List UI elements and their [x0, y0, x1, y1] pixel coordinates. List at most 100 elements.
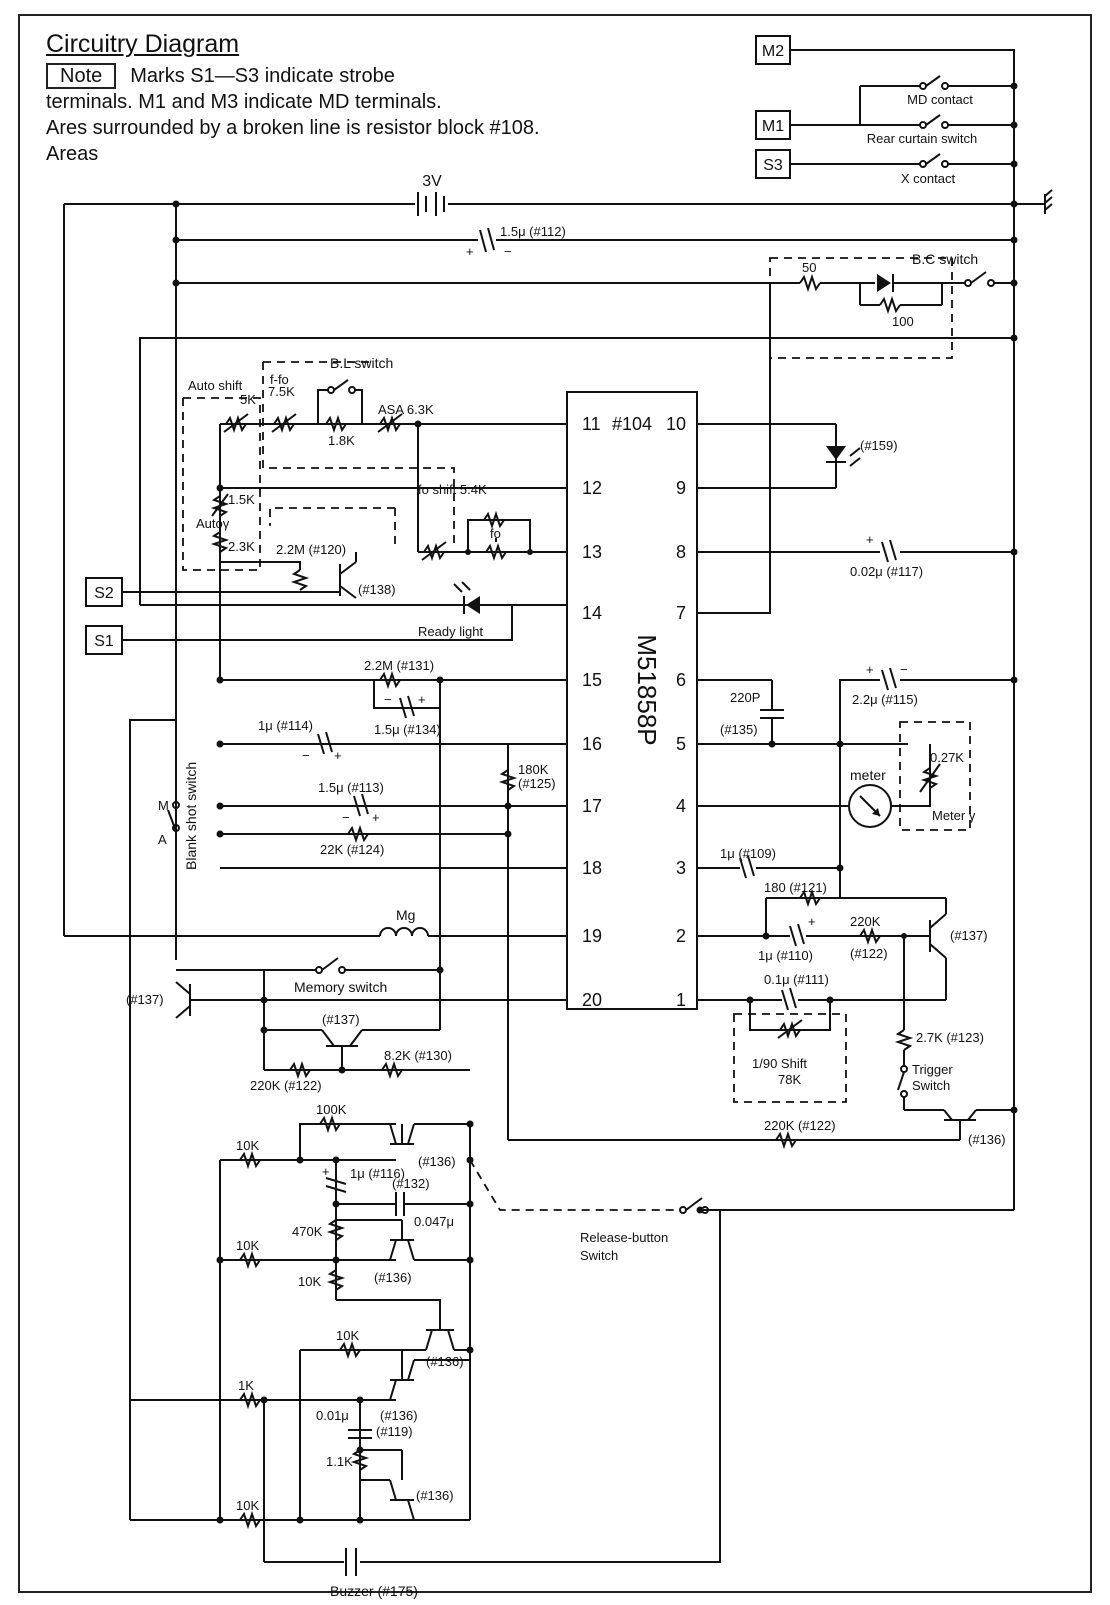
- ic-block-label: #104: [612, 414, 652, 434]
- transistor-138-icon: (#138): [339, 552, 396, 599]
- ic-pin-left: 16: [582, 734, 602, 754]
- trigger-switch-label: Switch: [912, 1078, 950, 1093]
- terminal-m2-label: M2: [762, 43, 784, 60]
- cap-109-label: 1μ (#109): [720, 846, 776, 861]
- r220k-122-c-label: 220K (#122): [764, 1118, 836, 1133]
- q136-e-label: (#136): [416, 1488, 454, 1503]
- c001-label: 0.01μ: [316, 1408, 349, 1423]
- cap-115-label: 2.2μ (#115): [852, 692, 918, 707]
- cap-113-label: 1.5μ (#113): [318, 780, 384, 795]
- meter-label: meter: [850, 767, 886, 783]
- capacitor-220p-135: 220P (#135): [720, 680, 784, 744]
- variable-resistor-auto-shift-icon: [223, 413, 249, 434]
- transistor-136-a-icon: (#136): [389, 1123, 456, 1169]
- capacitor-132: (#132) 0.047μ: [392, 1176, 470, 1229]
- r18k-label: 1.8K: [328, 433, 355, 448]
- resistor-1k: [239, 1390, 261, 1410]
- r22m-131-label: 2.2M (#131): [364, 658, 434, 673]
- q137-right-label: (#137): [950, 928, 988, 943]
- resistor-1-1k: [350, 1449, 370, 1471]
- cap-110-plus: +: [808, 914, 816, 929]
- resistor-10k-e: [239, 1510, 261, 1530]
- ic-pin-left: 14: [582, 603, 602, 623]
- note-line-1: Marks S1—S3 indicate strobe: [130, 65, 395, 87]
- r50-label: 50: [802, 260, 816, 275]
- transistor-136-c-icon: (#136): [425, 1329, 470, 1369]
- r180k-label: 180K: [518, 762, 549, 777]
- resistor-1-8k: 1.8K: [325, 414, 355, 448]
- variable-resistor-autoy-icon: [210, 493, 230, 517]
- rear-curtain-switch: Rear curtain switch: [860, 114, 1014, 146]
- trigger-label: Trigger: [912, 1062, 953, 1077]
- r82k-130-label: 8.2K (#130): [384, 1048, 452, 1063]
- resistor-2-3k: [210, 531, 230, 553]
- cap-114-minus: −: [302, 748, 310, 763]
- terminal-m1-label: M1: [762, 118, 784, 135]
- cap-110-label: 1μ (#110): [758, 948, 813, 963]
- cap-134-plus: +: [418, 692, 426, 707]
- ic-pin-right: 5: [676, 734, 686, 754]
- r220k-b-label: 220K: [850, 914, 881, 929]
- c0047-label: 0.047μ: [414, 1214, 454, 1229]
- led-159-icon: (#159): [826, 438, 898, 467]
- meter-y-label: Meter γ: [932, 808, 976, 823]
- q137-mid-label: (#137): [322, 1012, 360, 1027]
- transistor-137-mid-icon: (#137): [264, 1012, 440, 1070]
- resistor-100k: [319, 1114, 341, 1134]
- meter-y-block: 0.27K Meter γ: [899, 721, 976, 831]
- auto-shift-block: Auto shift 5K 1.5K Autoγ 2.3K: [182, 378, 261, 571]
- cap-117-label: 0.02μ (#117): [850, 564, 923, 579]
- cap-116-plus: +: [322, 1164, 330, 1179]
- capacitor-109: 1μ (#109): [720, 846, 776, 879]
- ic-pin-right: 2: [676, 926, 686, 946]
- autoy-label: Autoγ: [196, 516, 230, 531]
- md-contact-switch: MD contact: [860, 75, 1014, 107]
- trimmer-fo: fo: [467, 510, 531, 562]
- r125-label: (#125): [518, 776, 556, 791]
- r1k-label: 1K: [238, 1378, 254, 1393]
- r5k-label: 5K: [240, 392, 256, 407]
- bc-led-icon: [877, 274, 891, 292]
- release-button-label: Release-button: [580, 1230, 668, 1245]
- bc-switch-block: 50 100 B.C switch: [769, 251, 1014, 359]
- ic-pin-right: 3: [676, 858, 686, 878]
- r10k-c-label: 10K: [298, 1274, 321, 1289]
- variable-resistor-ffo-icon: f-fo 7.5K: [268, 372, 297, 434]
- junction-dots: [172, 82, 1018, 1524]
- bl-switch-label: B.L switch: [330, 355, 393, 371]
- ic-pin-left: 18: [582, 858, 602, 878]
- r22k-124-label: 22K (#124): [320, 842, 384, 857]
- x-contact-switch: X contact: [790, 153, 1014, 186]
- capacitor-110: + 1μ (#110): [758, 914, 816, 963]
- q136-c-label: (#136): [426, 1354, 464, 1369]
- cap-134-label: 1.5μ (#134): [374, 722, 441, 737]
- cap-114-label: 1μ (#114): [258, 718, 313, 733]
- transistor-137-left-icon: (#137): [126, 981, 264, 1019]
- terminal-s2: S2: [85, 577, 123, 607]
- resistor-470k: [326, 1219, 346, 1241]
- resistor-2-2m-120: [290, 569, 310, 591]
- ground-icon: [1044, 189, 1053, 214]
- resistor-180-121: [799, 888, 821, 908]
- mg-coil-icon: Mg: [379, 907, 429, 937]
- capacitor-116: + 1μ (#116): [322, 1164, 405, 1193]
- ready-light-led-icon: Ready light: [418, 581, 483, 639]
- transistor-136-right-icon: (#136): [943, 1109, 1014, 1147]
- r27k-123-label: 2.7K (#123): [916, 1030, 984, 1045]
- ic-pin-right: 9: [676, 478, 686, 498]
- ic-name: M51858P: [632, 634, 662, 745]
- resistor-22k-124: [347, 824, 369, 844]
- ic-pin-left: 19: [582, 926, 602, 946]
- md-contact-label: MD contact: [907, 92, 973, 107]
- cap-113-plus: +: [372, 810, 380, 825]
- resistor-2-7k-123: [894, 1029, 914, 1051]
- capacitor-115: + − 2.2μ (#115): [852, 662, 918, 707]
- r23k-label: 2.3K: [228, 539, 255, 554]
- terminal-s3-label: S3: [763, 157, 783, 174]
- terminal-s1: S1: [85, 625, 123, 655]
- note-line-3: Ares surrounded by a broken line is resi…: [46, 117, 540, 139]
- c119-label: (#119): [376, 1424, 413, 1439]
